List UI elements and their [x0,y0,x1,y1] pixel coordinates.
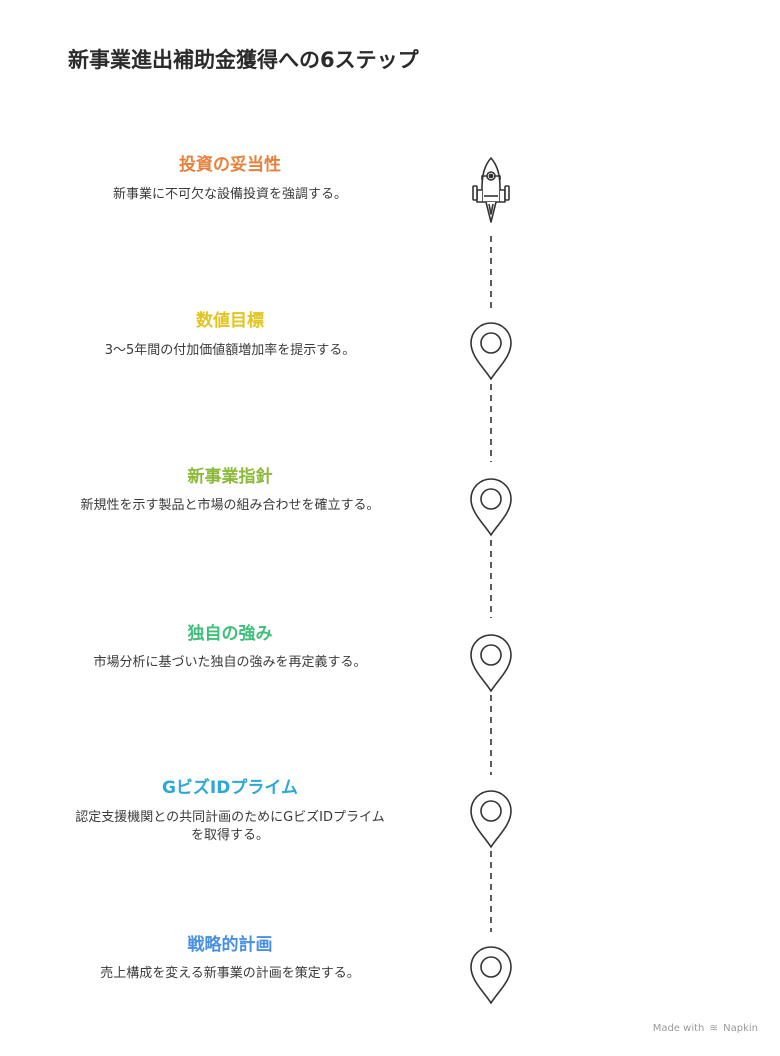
step-1-title: 投資の妥当性 [179,155,281,175]
step-5-description-line-1: 認定支援機関との共同計画のためにGビズIDプライム [75,810,385,825]
page-title: 新事業進出補助金獲得への6ステップ [68,48,419,72]
location-pin-icon [470,790,512,849]
napkin-logo-icon: ≋ [709,1023,718,1034]
brand-label: Napkin [723,1023,758,1034]
step-1-description: 新事業に不可欠な設備投資を強調する。 [112,187,347,202]
step-4-description: 市場分析に基づいた独自の強みを再定義する。 [93,655,367,670]
location-pin-icon [470,634,512,693]
napkin-watermark: Made with ≋ Napkin [653,1023,758,1034]
step-6-title: 戦略的計画 [187,935,273,955]
step-3-description: 新規性を示す製品と市場の組み合わせを確立する。 [80,498,380,513]
step-5-title: GビズIDプライム [161,778,299,798]
step-2-title: 数値目標 [196,311,264,331]
step-5-description-line-2: を取得する。 [190,828,269,843]
location-pin-icon [470,946,512,1005]
location-pin-icon [470,478,512,537]
location-pin-icon [470,322,512,381]
step-2-description: 3〜5年間の付加価値額増加率を提示する。 [104,343,356,358]
step-4-title: 独自の強み [187,624,273,644]
made-with-label: Made with [652,1023,705,1034]
step-5-description: 認定支援機関との共同計画のためにGビズIDプライム を取得する。 [20,809,440,845]
step-3-title: 新事業指針 [187,467,273,487]
location-pin-icons [470,322,512,1005]
rocket-icon [472,157,510,223]
step-6-description: 売上構成を変える新事業の計画を策定する。 [100,966,360,981]
